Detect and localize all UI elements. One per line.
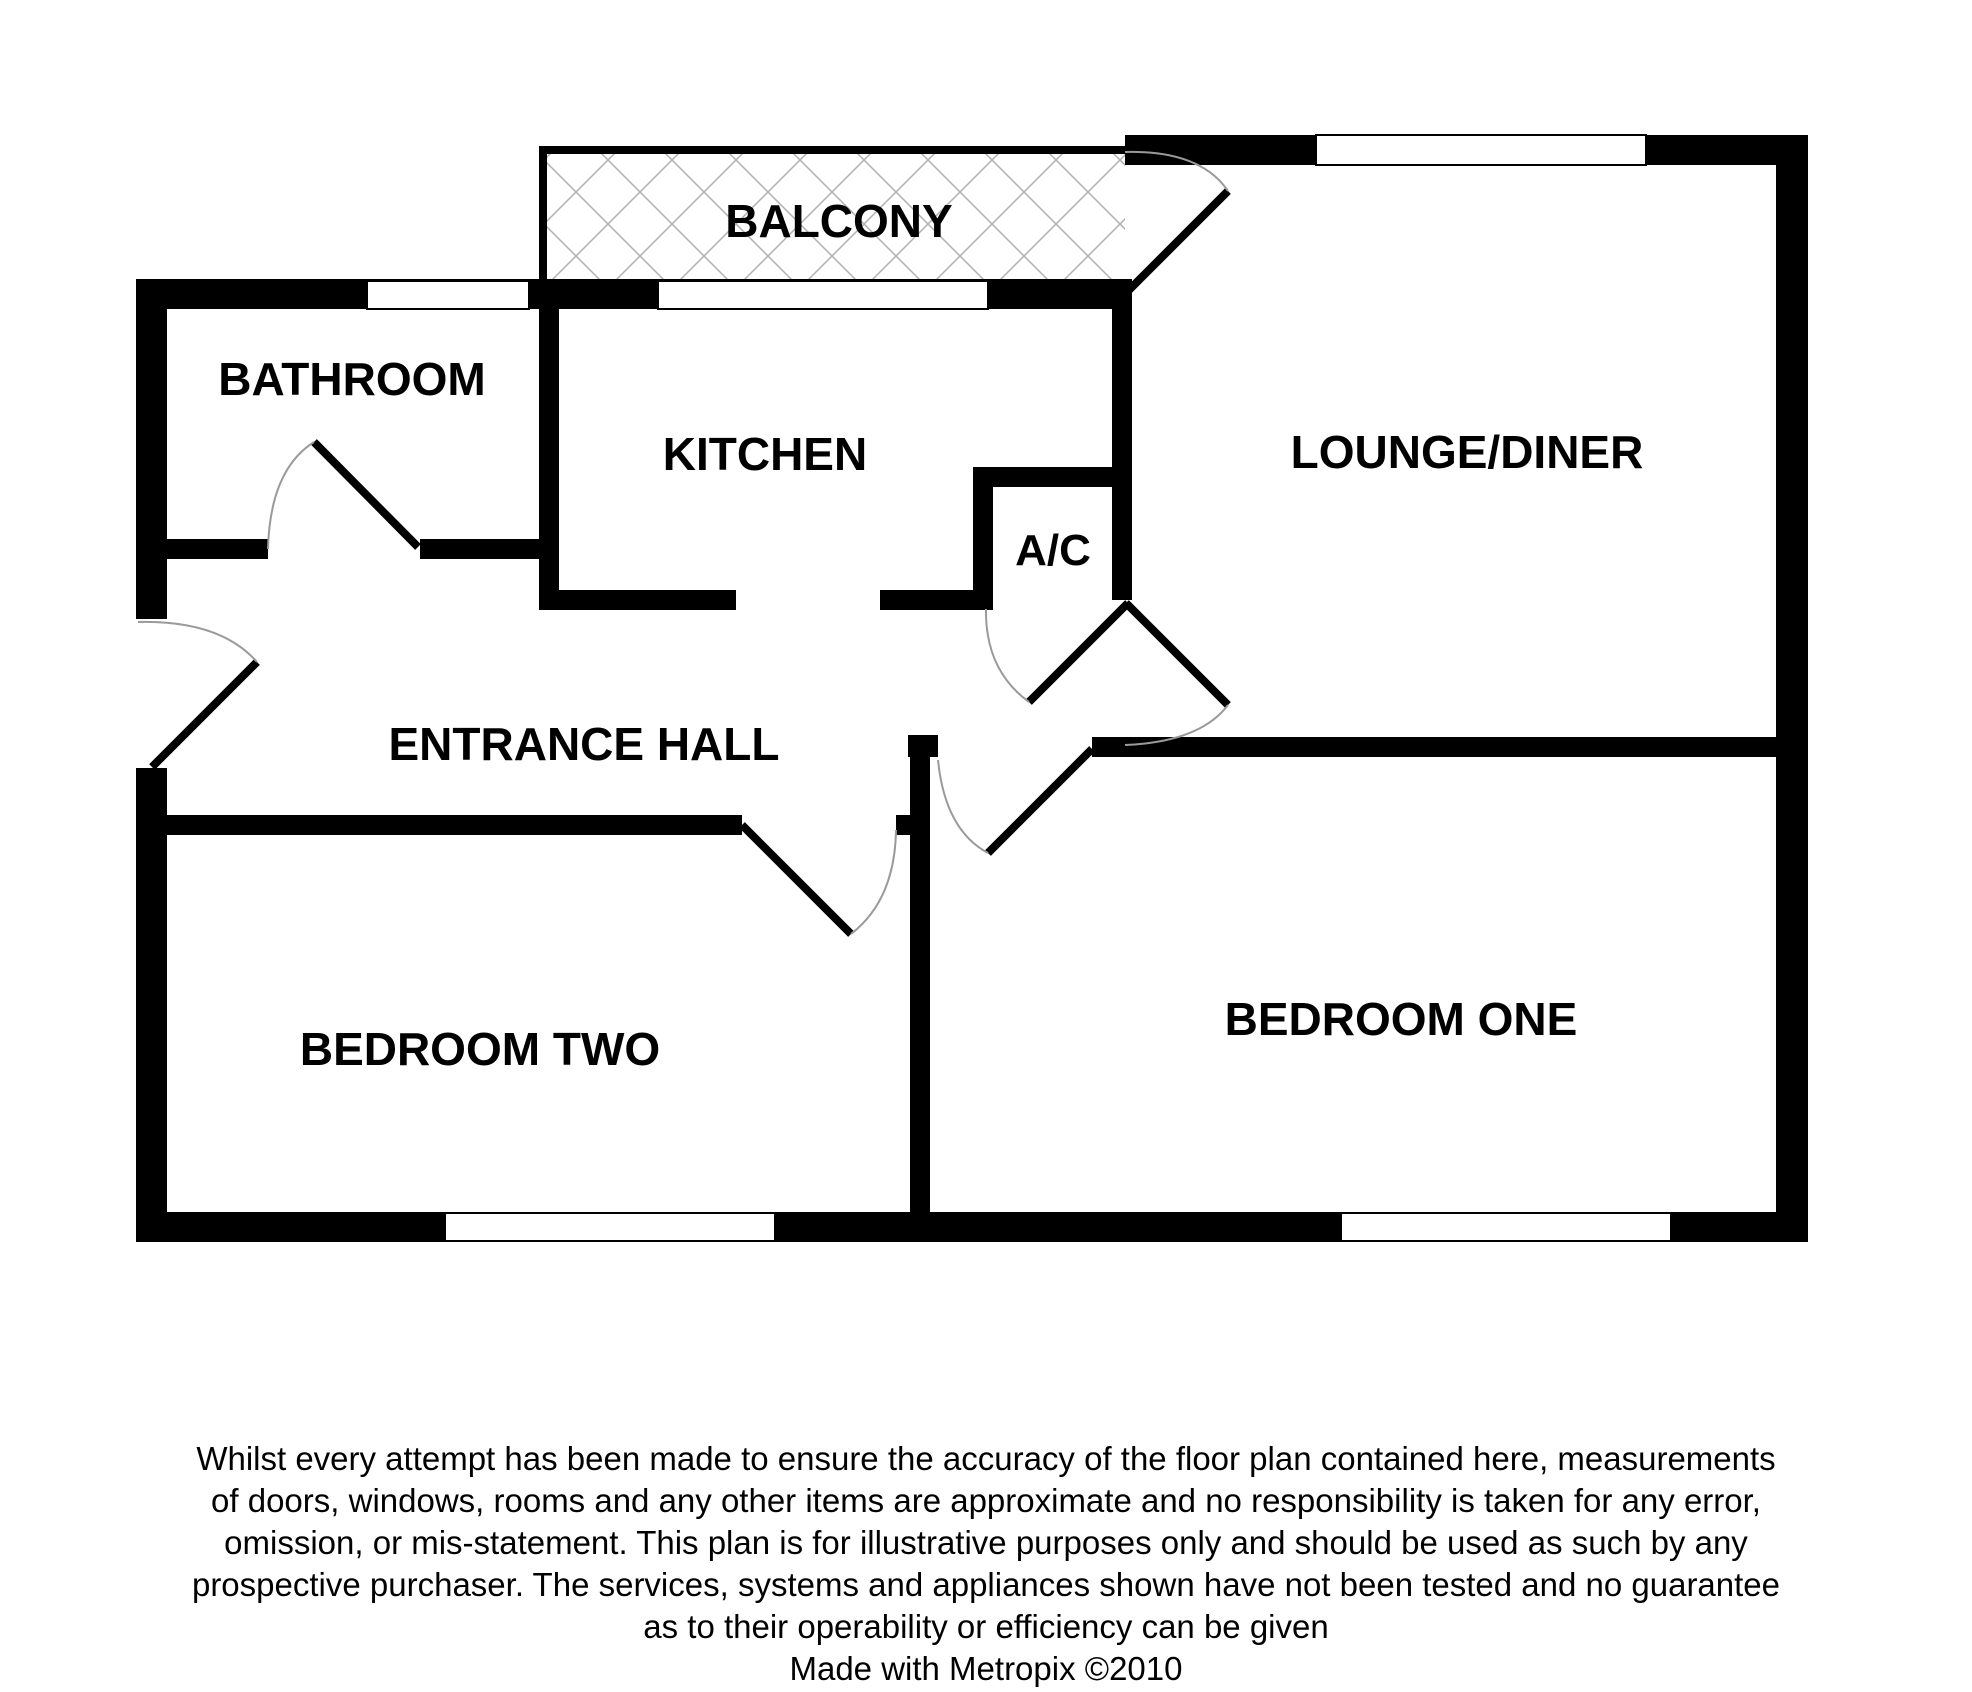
window-bedroom-two [444, 1212, 776, 1242]
disclaimer-line: of doors, windows, rooms and any other i… [211, 1482, 1761, 1519]
wall-bathroom-kitchen [539, 279, 559, 609]
swing-balcony [1124, 150, 1229, 192]
balcony [539, 146, 1125, 280]
disclaimer-line: prospective purchaser. The services, sys… [191, 1566, 1781, 1603]
disclaimer-line: Whilst every attempt has been made to en… [196, 1440, 1776, 1477]
windows [366, 134, 1672, 1242]
door-front [149, 659, 260, 770]
swing-front [137, 620, 258, 663]
label-balcony: BALCONY [725, 195, 952, 247]
wall-kitchen-bottom-right [880, 590, 990, 610]
disclaimer: Whilst every attempt has been made to en… [100, 1438, 1872, 1690]
balcony-hatch [543, 150, 1125, 280]
label-airing-cupboard: A/C [1015, 526, 1091, 575]
swing-bathroom [267, 441, 315, 550]
wall-left-upper [136, 279, 167, 619]
window-kitchen [657, 280, 989, 310]
disclaimer-line: omission, or mis-statement. This plan is… [224, 1524, 1748, 1561]
swing-lounge [1124, 704, 1229, 746]
door-leaves [149, 188, 1231, 937]
window-bedroom-one [1340, 1212, 1672, 1242]
wall-ac-left [973, 467, 993, 610]
door-bedroom-two [739, 822, 854, 937]
wall-right [1776, 135, 1808, 1242]
swing-ac [984, 608, 1030, 703]
swing-bedroom-two [850, 829, 897, 935]
door-bedroom-one [985, 746, 1095, 856]
wall-kitchen-bottom-left [539, 590, 736, 610]
wall-bedroom-partition-upper [908, 735, 938, 757]
room-labels: BALCONY BATHROOM KITCHEN A/C LOUNGE/DINE… [218, 195, 1643, 1075]
wall-bedroom-partition [910, 757, 930, 1227]
wall-left-lower [136, 768, 167, 1242]
label-kitchen: KITCHEN [663, 428, 867, 480]
metropix-credit: Made with Metropix ©2010 [789, 1650, 1183, 1687]
label-lounge-diner: LOUNGE/DINER [1291, 426, 1644, 478]
swing-bedroom-one [937, 759, 989, 854]
label-bathroom: BATHROOM [218, 353, 485, 405]
balcony-outline [539, 146, 1125, 280]
wall-ac-top [973, 467, 1128, 487]
label-bedroom-one: BEDROOM ONE [1225, 993, 1578, 1045]
door-swings [137, 150, 1229, 935]
wall-bathroom-bottom-left [136, 539, 268, 559]
door-bathroom [311, 439, 421, 550]
door-ac [1026, 600, 1131, 705]
window-lounge [1315, 134, 1647, 166]
label-entrance-hall: ENTRANCE HALL [389, 718, 780, 770]
disclaimer-line: as to their operability or efficiency ca… [643, 1608, 1329, 1645]
window-bathroom [366, 280, 530, 310]
wall-lounge-bedroom-one [1092, 737, 1808, 757]
door-balcony [1126, 188, 1231, 293]
door-lounge [1123, 600, 1231, 708]
label-bedroom-two: BEDROOM TWO [300, 1023, 660, 1075]
wall-kitchen-lounge [1112, 279, 1132, 600]
wall-bedroom-two-top [136, 815, 742, 835]
wall-bathroom-bottom-right [420, 539, 559, 559]
